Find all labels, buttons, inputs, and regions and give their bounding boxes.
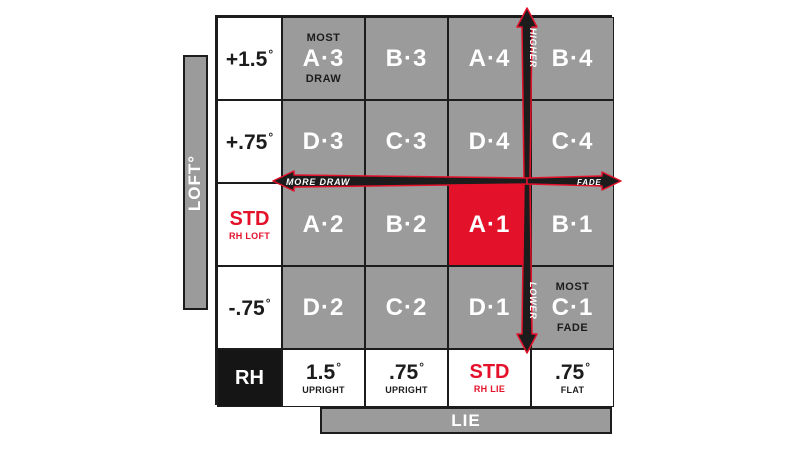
lie-value: .75° xyxy=(554,360,590,384)
loft-value: -.75° xyxy=(228,295,271,320)
setting-cell-b3: B·3 xyxy=(365,17,448,100)
setting-code: C·2 xyxy=(385,293,428,321)
lie-axis-label: LIE xyxy=(451,410,481,430)
setting-cell-b4: B·4 xyxy=(531,17,614,100)
std-loft-label: STD xyxy=(229,207,270,230)
hand-cell: RH xyxy=(217,349,282,407)
setting-cell-a2: A·2 xyxy=(282,183,365,266)
setting-cell-a3: MOST A·3 DRAW xyxy=(282,17,365,100)
setting-cell-c2: C·2 xyxy=(365,266,448,349)
lie-value: 1.5° xyxy=(305,360,341,384)
lie-col-1-5-upright: 1.5° UPRIGHT xyxy=(282,349,365,407)
loft-axis-bar xyxy=(183,55,208,310)
setting-code: D·4 xyxy=(468,127,511,155)
setting-code: B·4 xyxy=(551,44,594,72)
loft-value: +.75° xyxy=(225,129,274,154)
setting-cell-b1: B·1 xyxy=(531,183,614,266)
hand-label: RH xyxy=(235,367,264,389)
lie-col-std: STD RH LIE xyxy=(448,349,531,407)
setting-code: B·2 xyxy=(385,210,428,238)
setting-code: B·1 xyxy=(551,210,594,238)
setting-code: C·4 xyxy=(551,127,594,155)
setting-code: B·3 xyxy=(385,44,428,72)
lie-sub: UPRIGHT xyxy=(385,385,428,395)
lie-axis-bar: LIE xyxy=(320,407,612,434)
cell-note-top: MOST xyxy=(555,280,590,293)
setting-cell-c1: MOST C·1 FADE xyxy=(531,266,614,349)
setting-code: D·3 xyxy=(302,127,345,155)
std-lie-sub: RH LIE xyxy=(473,384,506,394)
setting-code: A·4 xyxy=(468,44,511,72)
std-loft-sub: RH LOFT xyxy=(228,230,271,241)
loft-row-minus-0-75: -.75° xyxy=(217,266,282,349)
loft-row-plus-0-75: +.75° xyxy=(217,100,282,183)
std-lie-label: STD xyxy=(469,361,510,383)
lie-sub: FLAT xyxy=(560,385,585,395)
cell-note-bottom: FADE xyxy=(556,321,589,334)
setting-code: D·2 xyxy=(302,293,345,321)
lie-sub: UPRIGHT xyxy=(302,385,345,395)
setting-code: A·3 xyxy=(302,44,345,72)
lie-col-0-75-flat: .75° FLAT xyxy=(531,349,614,407)
setting-code: C·3 xyxy=(385,127,428,155)
loft-axis-label-wrap: LOFT° xyxy=(183,55,208,310)
setting-cell-c4: C·4 xyxy=(531,100,614,183)
setting-code: A·1 xyxy=(468,210,511,238)
setting-cell-c3: C·3 xyxy=(365,100,448,183)
setting-cell-d4: D·4 xyxy=(448,100,531,183)
loft-axis-label: LOFT° xyxy=(185,154,205,211)
setting-code: A·2 xyxy=(302,210,345,238)
cell-note-top: MOST xyxy=(306,31,341,44)
setting-cell-d1: D·1 xyxy=(448,266,531,349)
setting-cell-d2: D·2 xyxy=(282,266,365,349)
lie-value: .75° xyxy=(388,360,424,384)
lie-col-0-75-upright: .75° UPRIGHT xyxy=(365,349,448,407)
cell-note-bottom: DRAW xyxy=(305,72,342,85)
setting-cell-b2: B·2 xyxy=(365,183,448,266)
loft-row-std: STD RH LOFT xyxy=(217,183,282,266)
loft-value: +1.5° xyxy=(225,46,274,71)
setting-cell-d3: D·3 xyxy=(282,100,365,183)
setting-code: C·1 xyxy=(551,293,594,321)
settings-chart-grid: +1.5° MOST A·3 DRAW B·3 A·4 B·4 +.75° D·… xyxy=(215,15,614,407)
setting-code: D·1 xyxy=(468,293,511,321)
loft-row-plus-1-5: +1.5° xyxy=(217,17,282,100)
setting-cell-a1-standard: A·1 xyxy=(448,183,531,266)
setting-cell-a4: A·4 xyxy=(448,17,531,100)
